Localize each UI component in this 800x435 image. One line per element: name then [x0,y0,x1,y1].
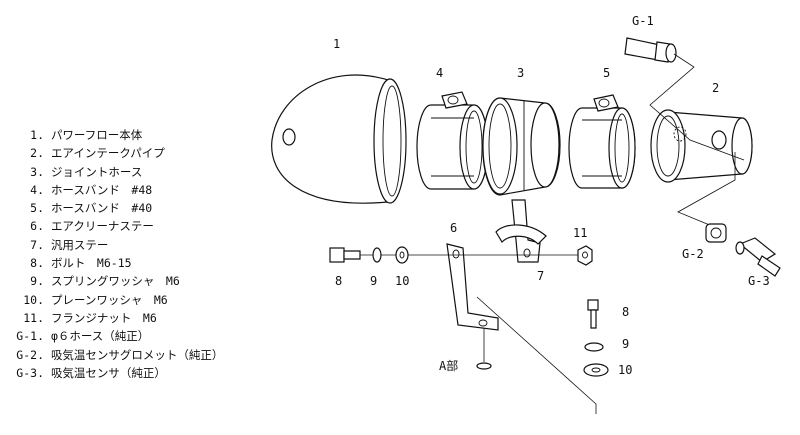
legend-item-7: 7. 汎用ステー [30,237,109,252]
callout-8a: 8 [335,274,342,288]
callout-11: 11 [573,226,587,240]
legend-item-6: 6. エアクリーナステー [30,219,154,234]
callout-3: 3 [517,66,524,80]
joint-hose [482,97,561,196]
callout-g2: G-2 [682,247,704,261]
legend-item-11: 11. フランジナット M6 [23,310,157,325]
hose-band-48 [416,91,489,190]
legend-item-5: 5. ホースバンド #40 [30,201,153,216]
callout-10b: 10 [618,363,632,377]
callout-1: 1 [333,37,340,51]
parts-legend: 1. パワーフロー本体 2. エアインテークパイプ 3. ジョイントホース 4.… [4,126,223,382]
callout-9a: 9 [370,274,377,288]
air-intake-pipe [650,109,753,183]
callout-10a: 10 [395,274,409,288]
legend-item-3: 3. ジョイントホース [30,164,143,179]
legend-item-g2: G-2. 吸気温センサグロメット（純正） [16,347,224,362]
hardware-column [583,299,609,377]
callout-g1: G-1 [632,14,654,28]
legend-item-g1: G-1. φ６ホース（純正） [16,329,150,344]
legend-item-1: 1. パワーフロー本体 [30,128,143,142]
callout-7: 7 [537,269,544,283]
callout-8b: 8 [622,305,629,319]
hardware-row [329,245,593,266]
callout-g3: G-3 [748,274,770,288]
legend-item-9: 9. スプリングワッシャ M6 [30,274,180,289]
hose-band-40 [568,94,636,189]
grommet-g2 [677,152,736,243]
callout-9b: 9 [622,337,629,351]
callout-6: 6 [450,221,457,235]
legend-item-10: 10. プレーンワッシャ M6 [23,292,168,307]
air-cleaner-stay [446,243,597,414]
legend-item-8: 8. ボルト M6-15 [30,256,132,271]
air-filter-body [271,74,407,204]
callout-2: 2 [712,81,719,95]
callout-5: 5 [603,66,610,80]
legend-item-g3: G-3. 吸気温センサ（純正） [16,365,166,380]
hose-g1 [624,37,745,161]
sensor-g3 [735,237,781,277]
legend-item-2: 2. エアインテークパイプ [30,146,165,161]
general-stay [495,199,547,263]
callout-4: 4 [436,66,443,80]
legend-item-4: 4. ホースバンド #48 [30,182,153,197]
callout-a-bu: A部 [439,358,458,373]
